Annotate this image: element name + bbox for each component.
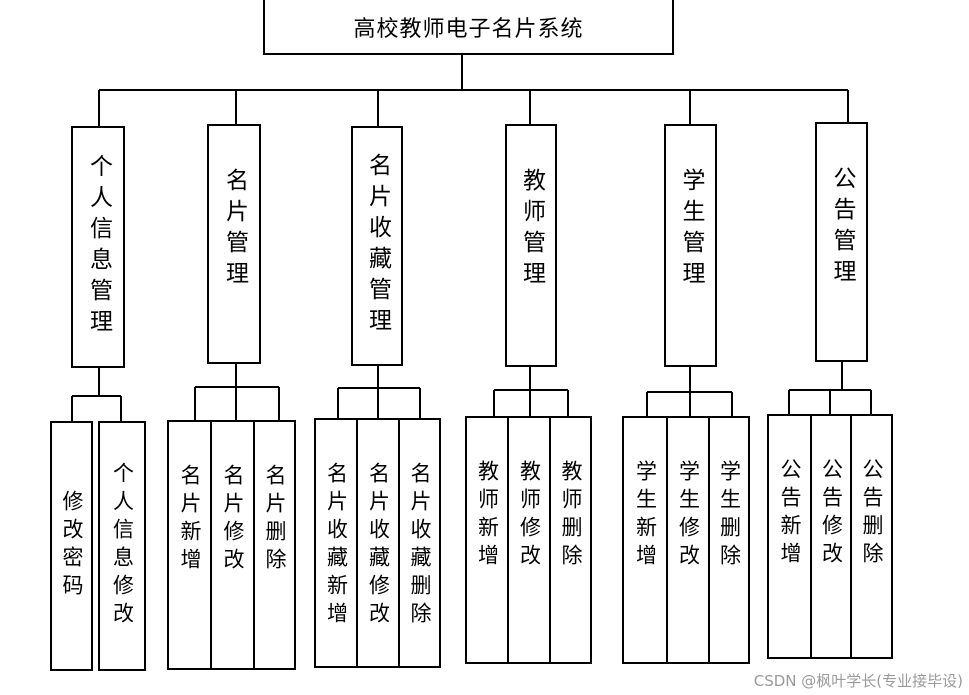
root-label: 高校教师电子名片系统: [353, 16, 584, 42]
leaf-label: 学生新增: [633, 460, 658, 572]
module-card-favorite: 名片收藏管理: [351, 126, 403, 366]
module-student: 学生管理: [664, 124, 717, 367]
leaf-label: 学生修改: [676, 460, 701, 572]
module-personal-info: 个人信息管理: [71, 126, 125, 368]
leaf-node: 教师新增: [465, 416, 509, 664]
leaf-node: 名片收藏删除: [398, 418, 441, 668]
leaf-label: 名片删除: [263, 464, 287, 576]
leaf-node: 名片收藏修改: [356, 418, 400, 668]
module-label: 教师管理: [518, 168, 545, 292]
leaf-label: 名片收藏修改: [366, 462, 391, 630]
leaf-node: 名片删除: [253, 420, 296, 670]
leaf-node: 学生修改: [666, 416, 710, 664]
leaf-node: 修改密码: [50, 421, 93, 671]
leaf-node: 学生新增: [622, 416, 668, 664]
module-label: 个人信息管理: [85, 154, 112, 340]
root-node: 高校教师电子名片系统: [263, 0, 674, 55]
leaf-label: 名片收藏删除: [408, 462, 432, 630]
module-label: 名片收藏管理: [364, 153, 391, 339]
leaf-node: 名片新增: [167, 420, 212, 670]
leaf-label: 名片修改: [221, 464, 245, 576]
leaf-label: 名片新增: [178, 464, 202, 576]
leaf-label: 公告新增: [778, 458, 802, 570]
module-card: 名片管理: [207, 124, 261, 364]
leaf-label: 学生删除: [717, 460, 742, 572]
leaf-node: 名片修改: [210, 420, 255, 670]
leaf-node: 教师删除: [549, 416, 592, 664]
leaf-node: 名片收藏新增: [314, 418, 358, 668]
leaf-node: 教师修改: [507, 416, 551, 664]
leaf-label: 公告删除: [860, 458, 884, 570]
leaf-node: 个人信息修改: [98, 421, 146, 671]
module-label: 公告管理: [829, 166, 855, 290]
leaf-label: 教师新增: [475, 460, 500, 572]
leaf-node: 学生删除: [708, 416, 750, 664]
module-label: 名片管理: [221, 168, 248, 292]
leaf-node: 公告删除: [850, 414, 893, 659]
module-label: 学生管理: [678, 168, 704, 292]
leaf-label: 修改密码: [60, 490, 84, 602]
module-teacher: 教师管理: [505, 124, 557, 367]
module-notice: 公告管理: [815, 122, 868, 362]
leaf-label: 教师修改: [517, 460, 542, 572]
leaf-label: 名片收藏新增: [324, 462, 349, 630]
watermark-text: CSDN @枫叶学长(专业接毕设): [753, 672, 963, 690]
leaf-label: 教师删除: [559, 460, 583, 572]
leaf-label: 公告修改: [819, 458, 844, 570]
leaf-node: 公告新增: [767, 414, 812, 659]
leaf-node: 公告修改: [810, 414, 852, 659]
leaf-label: 个人信息修改: [110, 462, 135, 630]
